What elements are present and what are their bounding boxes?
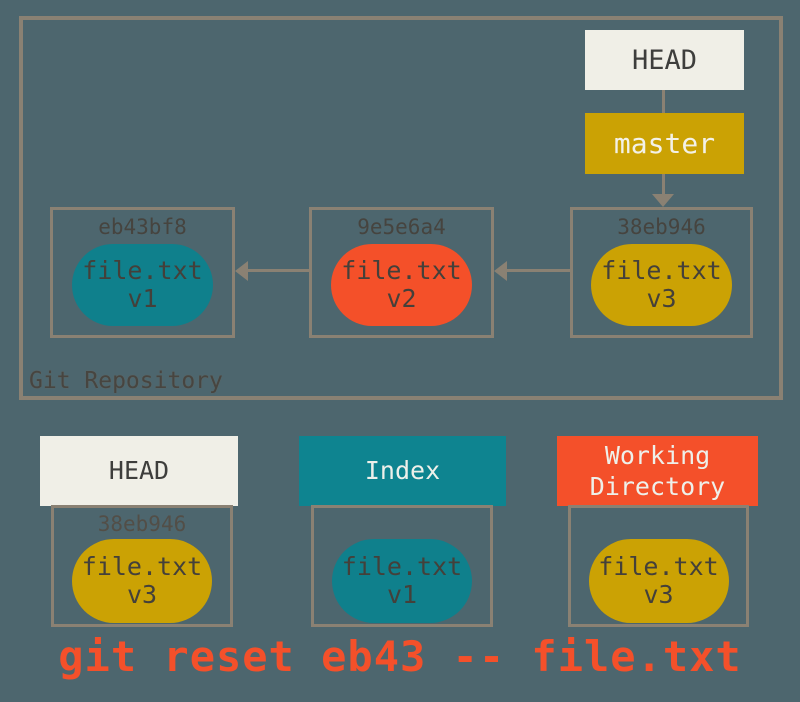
master-branch-label: master bbox=[613, 127, 716, 160]
arrow-left-icon bbox=[235, 261, 248, 281]
file-version: v1 bbox=[127, 284, 158, 313]
area-header-index: Index bbox=[299, 436, 506, 506]
area-title: Index bbox=[364, 456, 441, 486]
file-blob: file.txt v2 bbox=[331, 244, 472, 326]
file-name: file.txt bbox=[598, 552, 719, 581]
file-name: file.txt bbox=[82, 256, 203, 285]
file-version: v1 bbox=[386, 580, 418, 609]
arrow-down-icon bbox=[652, 194, 674, 207]
arrow-left-icon bbox=[494, 261, 507, 281]
file-name: file.txt bbox=[341, 256, 462, 285]
commit-hash: 38eb946 bbox=[617, 215, 706, 239]
commit-parent-line bbox=[248, 269, 309, 272]
file-name: file.txt bbox=[81, 552, 203, 581]
area-box-working-directory: file.txt v3 bbox=[568, 505, 749, 627]
area-header-working-directory: Working Directory bbox=[557, 436, 758, 506]
git-repository-label: Git Repository bbox=[29, 368, 223, 394]
commit-box-eb43bf8: eb43bf8 file.txt v1 bbox=[50, 207, 235, 338]
area-header-head: HEAD bbox=[40, 436, 238, 506]
file-blob: file.txt v1 bbox=[72, 244, 213, 326]
master-branch-box: master bbox=[585, 113, 744, 174]
file-version: v3 bbox=[126, 580, 158, 609]
commit-hash bbox=[314, 512, 490, 538]
git-command-text: git reset eb43 -- file.txt bbox=[58, 632, 742, 681]
file-version: v3 bbox=[643, 580, 674, 609]
file-version: v2 bbox=[386, 284, 417, 313]
file-name: file.txt bbox=[341, 552, 463, 581]
file-blob: file.txt v3 bbox=[72, 539, 212, 623]
commit-box-9e5e6a4: 9e5e6a4 file.txt v2 bbox=[309, 207, 494, 338]
file-blob: file.txt v3 bbox=[591, 244, 732, 326]
commit-hash: 38eb946 bbox=[97, 512, 187, 536]
head-to-master-line bbox=[662, 90, 665, 113]
commit-parent-line bbox=[507, 269, 570, 272]
file-blob: file.txt v1 bbox=[332, 539, 472, 623]
file-version: v3 bbox=[646, 284, 677, 313]
head-pointer-box: HEAD bbox=[585, 30, 744, 90]
area-title: HEAD bbox=[108, 456, 170, 486]
commit-hash bbox=[571, 512, 746, 538]
commit-hash: 9e5e6a4 bbox=[357, 215, 446, 239]
master-to-commit-line bbox=[662, 174, 665, 196]
commit-box-38eb946: 38eb946 file.txt v3 bbox=[570, 207, 753, 338]
area-box-index: file.txt v1 bbox=[311, 505, 493, 627]
commit-hash: eb43bf8 bbox=[98, 215, 187, 239]
area-title: Working Directory bbox=[589, 440, 726, 501]
file-blob: file.txt v3 bbox=[588, 539, 729, 623]
area-box-head: 38eb946 file.txt v3 bbox=[51, 505, 233, 627]
file-name: file.txt bbox=[601, 256, 722, 285]
head-pointer-label: HEAD bbox=[631, 44, 698, 76]
git-repository-box bbox=[19, 16, 783, 400]
